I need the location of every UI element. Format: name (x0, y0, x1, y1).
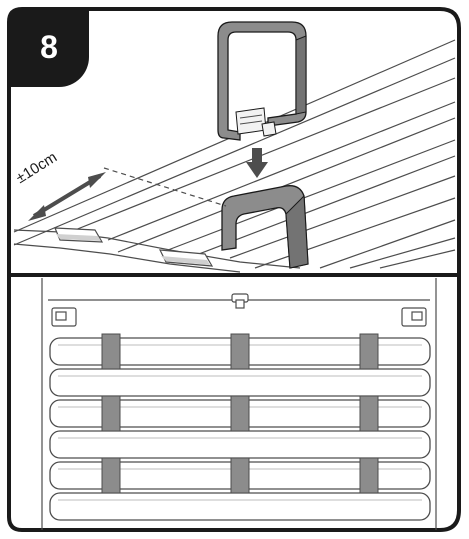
slat-clip (101, 457, 121, 494)
slat-clip (359, 333, 379, 370)
slat-clip-icon (217, 21, 307, 141)
end-bracket-icon (51, 307, 427, 327)
slat-clip (230, 395, 250, 432)
double-arrow-icon (28, 167, 227, 221)
slat-clip (359, 395, 379, 432)
slat-clip (101, 333, 121, 370)
center-knob-icon (231, 293, 249, 309)
bottom-panel (41, 278, 437, 530)
slat-clip (101, 395, 121, 432)
slat-clip (359, 457, 379, 494)
step-number: 8 (40, 29, 58, 65)
slat (49, 492, 431, 521)
slat-end-caps-shade (56, 234, 210, 265)
slat-clip (230, 333, 250, 370)
slat-clip-installed (221, 185, 309, 269)
arrow-down-icon (246, 148, 268, 178)
slat (49, 368, 431, 397)
slat-clip (230, 457, 250, 494)
step-badge: 8 (9, 9, 89, 87)
slat (49, 430, 431, 459)
slat-clips (101, 333, 379, 494)
top-panel (13, 21, 456, 273)
